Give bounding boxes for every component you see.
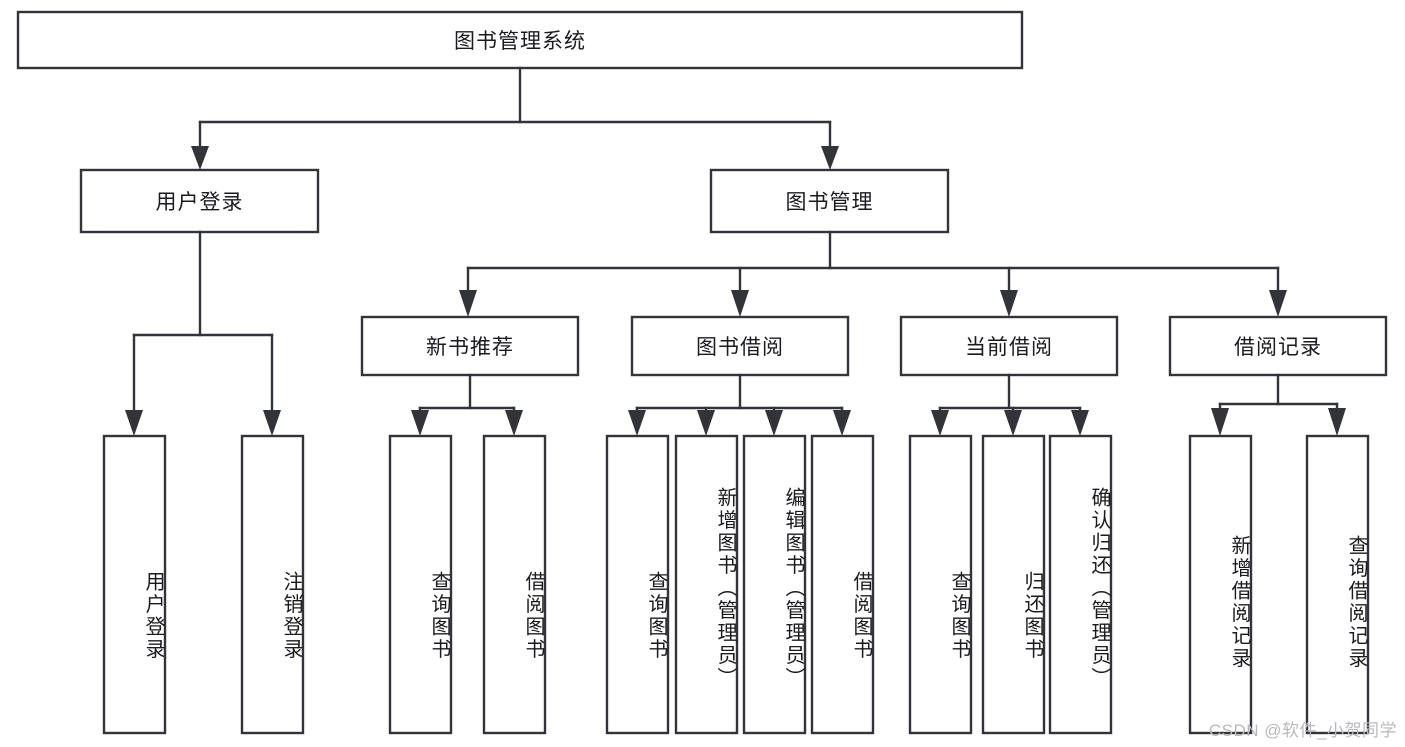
node-leaf-return-books[interactable] [981,434,1046,735]
arrow-new-books-leaf2 [505,410,523,436]
node-leaf-query-books-borrow[interactable] [605,434,670,735]
arrow-to-book-borrow [731,290,749,317]
arrow-borrow-records-leaf2 [1328,408,1346,436]
node-current-borrow[interactable] [899,315,1119,377]
arrow-to-new-books [459,290,477,317]
node-borrow-records[interactable] [1168,315,1388,377]
arrow-current-borrow-leaf3 [1071,410,1089,436]
arrow-current-borrow-leaf1 [931,410,949,436]
node-user-login[interactable] [79,168,320,234]
node-leaf-add-borrow-record[interactable] [1188,434,1253,735]
arrow-user-login-leaf2 [263,410,281,436]
node-leaf-user-login[interactable] [102,434,167,735]
csdn-watermark: CSDN @软件_小贺同学 [1208,721,1397,740]
node-leaf-borrow-books[interactable] [810,434,875,735]
arrow-to-user-login [191,146,209,170]
arrow-new-books-leaf1 [411,410,429,436]
node-leaf-query-books-new[interactable] [388,434,453,735]
node-book-management[interactable] [709,168,950,234]
node-leaf-confirm-return-admin[interactable] [1048,434,1113,735]
arrow-current-borrow-leaf2 [1004,410,1022,436]
arrow-book-borrow-leaf3 [765,410,783,436]
arrow-to-borrow-records [1269,290,1287,317]
node-book-borrow[interactable] [630,315,850,377]
node-leaf-query-books-current[interactable] [908,434,973,735]
arrow-to-book-manage [821,146,839,170]
node-leaf-query-borrow-record[interactable] [1305,434,1370,735]
node-leaf-logout[interactable] [240,434,305,735]
arrow-book-borrow-leaf1 [628,410,646,436]
node-new-book-recommend[interactable] [360,315,580,377]
arrow-to-current-borrow [1000,290,1018,317]
node-root[interactable] [16,10,1024,70]
node-leaf-add-book-admin[interactable] [674,434,739,735]
arrow-borrow-records-leaf1 [1211,408,1229,436]
node-leaf-borrow-books-new[interactable] [482,434,547,735]
arrow-user-login-leaf1 [125,410,143,436]
arrow-book-borrow-leaf4 [833,410,851,436]
node-leaf-edit-book-admin[interactable] [742,434,807,735]
arrow-book-borrow-leaf2 [697,410,715,436]
